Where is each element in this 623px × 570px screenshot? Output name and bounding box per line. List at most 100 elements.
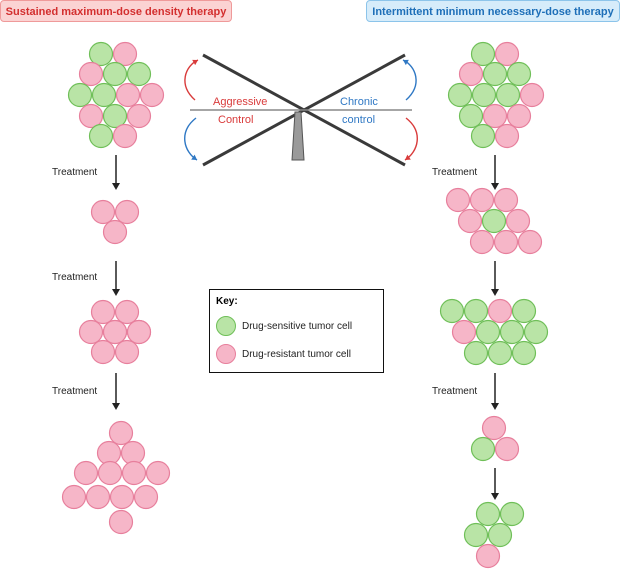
right-cluster-1-sensitive-cell bbox=[495, 82, 521, 108]
right-cluster-3-sensitive-cell bbox=[463, 340, 489, 366]
left-cluster-1-resistant-cell bbox=[112, 123, 138, 149]
right-cluster-3-resistant-cell bbox=[451, 319, 477, 345]
key-sensitive-label: Drug-sensitive tumor cell bbox=[242, 320, 353, 332]
treatment-label-right-1: Treatment bbox=[432, 167, 478, 178]
arrow-chronic bbox=[402, 59, 417, 101]
left-cluster-2-resistant-cell bbox=[114, 199, 140, 225]
left-cluster-4-resistant-cell bbox=[133, 484, 159, 510]
left-cluster-1-sensitive-cell bbox=[91, 82, 117, 108]
right-cluster-2-resistant-cell bbox=[517, 229, 543, 255]
right-cluster-5-resistant-cell bbox=[475, 543, 501, 569]
right-cluster-3-resistant-cell bbox=[487, 298, 513, 324]
right-arrow-2-head bbox=[491, 289, 499, 296]
left-arrow-2-head bbox=[112, 289, 120, 296]
left-cluster-4-resistant-cell bbox=[61, 484, 87, 510]
right-cluster-4-sensitive-cell bbox=[470, 436, 496, 462]
left-cluster-3-resistant-cell bbox=[114, 299, 140, 325]
right-cluster-5-sensitive-cell bbox=[487, 522, 513, 548]
left-cluster-1-sensitive-cell bbox=[102, 103, 128, 129]
right-cluster-2-resistant-cell bbox=[445, 187, 471, 213]
title-left: Sustained maximum-dose density therapy bbox=[0, 0, 232, 22]
right-cluster-5-sensitive-cell bbox=[475, 501, 501, 527]
left-cluster-1-sensitive-cell bbox=[126, 61, 152, 87]
left-cluster-1-resistant-cell bbox=[115, 82, 141, 108]
left-cluster-4-resistant-cell bbox=[85, 484, 111, 510]
arrow-control-right bbox=[404, 117, 418, 161]
right-cluster-2-resistant-cell bbox=[493, 187, 519, 213]
right-cluster-4-resistant-cell bbox=[481, 415, 507, 441]
right-cluster-3-sensitive-cell bbox=[475, 319, 501, 345]
left-cluster-3-resistant-cell bbox=[90, 339, 116, 365]
right-cluster-1-resistant-cell bbox=[519, 82, 545, 108]
treatment-label-right-2: Treatment bbox=[432, 386, 478, 397]
right-cluster-1-resistant-cell bbox=[494, 41, 520, 67]
left-cluster-1-resistant-cell bbox=[78, 103, 104, 129]
left-cluster-4-resistant-cell bbox=[108, 420, 134, 446]
left-cluster-1-sensitive-cell bbox=[88, 123, 114, 149]
left-cluster-4-resistant-cell bbox=[121, 460, 147, 486]
key-row-resistant: Drug-resistant tumor cell bbox=[216, 342, 351, 366]
left-cluster-3-resistant-cell bbox=[78, 319, 104, 345]
key-title: Key: bbox=[216, 296, 238, 307]
left-arrow-3-head bbox=[112, 403, 120, 410]
legend-key: Key: Drug-sensitive tumor cell Drug-resi… bbox=[209, 289, 384, 373]
left-cluster-4-resistant-cell bbox=[97, 460, 123, 486]
label-chronic: Chronic bbox=[340, 96, 378, 108]
right-cluster-3-sensitive-cell bbox=[511, 340, 537, 366]
right-cluster-2-resistant-cell bbox=[457, 208, 483, 234]
left-cluster-3-resistant-cell bbox=[102, 319, 128, 345]
left-cluster-1-resistant-cell bbox=[78, 61, 104, 87]
left-cluster-1-sensitive-cell bbox=[88, 41, 114, 67]
treatment-label-left-3: Treatment bbox=[52, 386, 98, 397]
right-cluster-5-sensitive-cell bbox=[499, 501, 525, 527]
right-cluster-2-resistant-cell bbox=[469, 229, 495, 255]
right-cluster-1-sensitive-cell bbox=[482, 61, 508, 87]
left-cluster-4-resistant-cell bbox=[109, 484, 135, 510]
left-cluster-1-resistant-cell bbox=[126, 103, 152, 129]
right-cluster-1-sensitive-cell bbox=[470, 41, 496, 67]
arrow-chronic-head bbox=[403, 59, 409, 66]
right-cluster-5-sensitive-cell bbox=[463, 522, 489, 548]
right-cluster-1-resistant-cell bbox=[506, 103, 532, 129]
arrow-aggressive bbox=[184, 59, 199, 101]
treatment-label-left-2: Treatment bbox=[52, 272, 98, 283]
right-cluster-3-sensitive-cell bbox=[463, 298, 489, 324]
left-cluster-1-resistant-cell bbox=[139, 82, 165, 108]
left-cluster-4-resistant-cell bbox=[73, 460, 99, 486]
right-cluster-1-sensitive-cell bbox=[471, 82, 497, 108]
left-cluster-1-sensitive-cell bbox=[102, 61, 128, 87]
right-cluster-1-resistant-cell bbox=[494, 123, 520, 149]
right-arrow-4-head bbox=[491, 493, 499, 500]
right-cluster-1-sensitive-cell bbox=[470, 123, 496, 149]
right-cluster-2-resistant-cell bbox=[469, 187, 495, 213]
left-cluster-1-sensitive-cell bbox=[67, 82, 93, 108]
key-row-sensitive: Drug-sensitive tumor cell bbox=[216, 314, 352, 338]
seesaw-fulcrum bbox=[291, 111, 305, 161]
right-cluster-2-resistant-cell bbox=[493, 229, 519, 255]
right-cluster-2-resistant-cell bbox=[505, 208, 531, 234]
left-cluster-3-resistant-cell bbox=[114, 339, 140, 365]
arrow-aggressive-head bbox=[192, 59, 198, 66]
right-cluster-1-resistant-cell bbox=[482, 103, 508, 129]
right-arrow-1-head bbox=[491, 183, 499, 190]
title-right: Intermittent minimum necessary-dose ther… bbox=[366, 0, 620, 22]
left-cluster-2-resistant-cell bbox=[90, 199, 116, 225]
key-resistant-label: Drug-resistant tumor cell bbox=[242, 348, 351, 360]
right-cluster-1-sensitive-cell bbox=[458, 103, 484, 129]
arrow-control-left bbox=[184, 117, 198, 161]
right-cluster-3-sensitive-cell bbox=[523, 319, 549, 345]
left-cluster-4-resistant-cell bbox=[145, 460, 171, 486]
right-cluster-3-sensitive-cell bbox=[511, 298, 537, 324]
arrow-control-left-head bbox=[191, 154, 197, 160]
left-cluster-3-resistant-cell bbox=[126, 319, 152, 345]
arrow-control-right-head bbox=[405, 154, 411, 160]
label-aggressive: Aggressive bbox=[213, 96, 268, 108]
right-arrow-3-head bbox=[491, 403, 499, 410]
left-cluster-1-resistant-cell bbox=[112, 41, 138, 67]
left-cluster-4-resistant-cell bbox=[108, 509, 134, 535]
right-cluster-2-sensitive-cell bbox=[481, 208, 507, 234]
right-cluster-3-sensitive-cell bbox=[499, 319, 525, 345]
left-cluster-3-resistant-cell bbox=[90, 299, 116, 325]
right-cluster-1-sensitive-cell bbox=[447, 82, 473, 108]
